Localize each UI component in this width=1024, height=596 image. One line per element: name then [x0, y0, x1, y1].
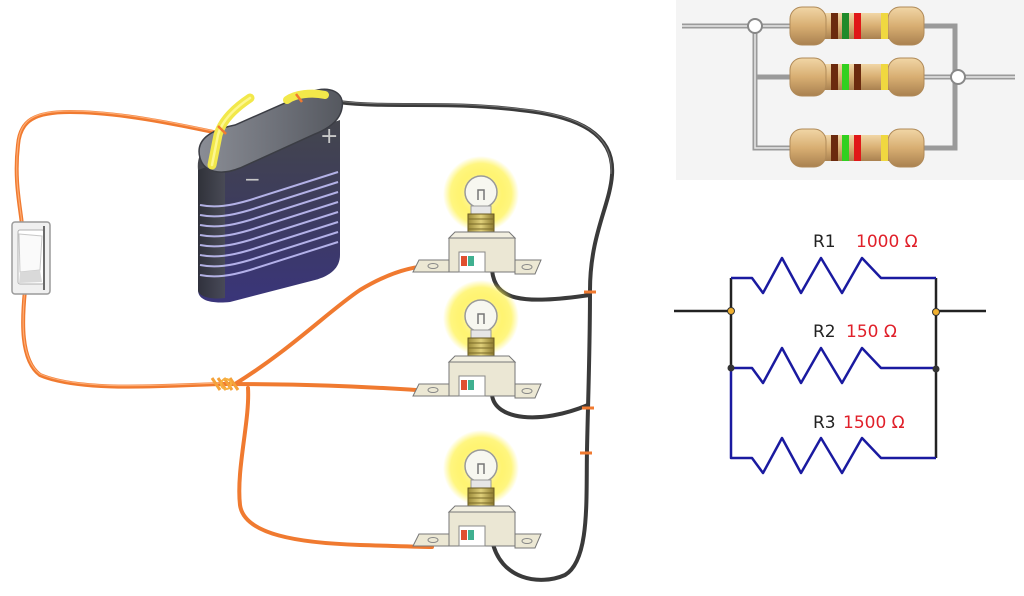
battery-plus-label: +: [320, 124, 338, 149]
battery-stripes: [199, 171, 339, 278]
color-band: [842, 64, 849, 90]
color-band: [881, 13, 888, 39]
color-band: [881, 64, 888, 90]
r1-name: R1: [813, 232, 836, 252]
wire-junction-knot: [210, 377, 240, 391]
wire-junction-to-bulb2: [218, 382, 432, 393]
color-band: [854, 135, 861, 161]
resistor-r2-symbol: [731, 346, 936, 385]
resistor-photo-1: [789, 6, 925, 46]
battery-minus-label: −: [244, 167, 261, 191]
resistor-photo-3: [789, 128, 925, 168]
battery-plus-terminal: [283, 89, 329, 104]
wire-battery-to-switch: [14, 109, 220, 227]
color-band: [842, 13, 849, 39]
wire-bulb1-return: [490, 268, 592, 302]
bulb-1: [412, 155, 542, 275]
color-band: [854, 64, 861, 90]
color-band: [854, 13, 861, 39]
orange-wire-highlights: [16, 110, 221, 387]
resistor-r3-symbol: [729, 368, 936, 475]
color-band: [831, 13, 838, 39]
panel-node-left: [747, 18, 763, 34]
bulb-3: [412, 429, 542, 549]
color-band: [831, 64, 838, 90]
resistor-photo-panel: [676, 0, 1024, 180]
terminal-left: [727, 307, 735, 315]
color-band: [831, 135, 838, 161]
r2-name: R2: [813, 322, 836, 342]
wire-battery-plus-return: [323, 98, 615, 582]
r1-value: 1000 Ω: [856, 232, 918, 252]
wire-junction-to-bulb3: [237, 386, 434, 549]
color-band: [881, 135, 888, 161]
resistor-photo-2: [789, 57, 925, 97]
r3-name: R3: [813, 413, 836, 433]
node-left: [727, 364, 735, 372]
wire-switch-to-junction: [21, 288, 222, 389]
schematic-diagram: R1 1000 Ω R2 150 Ω R3 1500 Ω: [674, 232, 986, 475]
black-wires: [323, 98, 615, 582]
battery: − +: [197, 88, 344, 303]
r3-value: 1500 Ω: [843, 413, 905, 433]
node-right: [932, 365, 940, 373]
resistor-r1-symbol: [731, 256, 936, 295]
color-band: [842, 135, 849, 161]
wire-junction-to-bulb1: [233, 264, 434, 386]
toggle-switch[interactable]: [11, 221, 51, 295]
schematic-wires: [674, 256, 986, 475]
wire-bulb2-return: [490, 393, 590, 420]
wire-ties: [580, 290, 596, 455]
terminal-right: [932, 308, 940, 316]
r2-value: 150 Ω: [846, 322, 897, 342]
panel-node-right: [950, 69, 966, 85]
